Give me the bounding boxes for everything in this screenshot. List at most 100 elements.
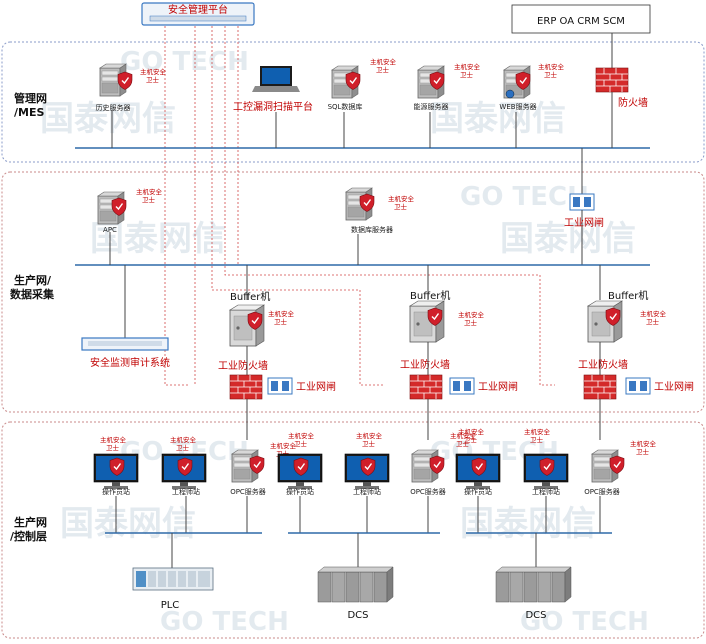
- svg-text:主机安全: 主机安全: [450, 431, 477, 440]
- svg-text:主机安全: 主机安全: [538, 62, 565, 71]
- svg-text:/MES: /MES: [14, 106, 44, 119]
- svg-text:主机安全: 主机安全: [640, 309, 667, 318]
- zone-label-mgmt: 管理网 /MES: [14, 91, 47, 119]
- svg-text:工程师站: 工程师站: [172, 487, 200, 496]
- svg-text:OPC服务器: OPC服务器: [410, 487, 446, 496]
- svg-text:卫士: 卫士: [146, 75, 160, 84]
- audit-system: 安全监测审计系统: [81, 337, 170, 369]
- svg-text:卫士: 卫士: [142, 195, 156, 204]
- svg-text:主机安全: 主机安全: [356, 431, 383, 440]
- svg-text:管理网: 管理网: [14, 91, 47, 105]
- db-server: 数据库服务器 主机安全 卫士: [345, 187, 415, 265]
- svg-text:/控制层: /控制层: [10, 529, 47, 543]
- web-server: WEB服务器 主机安全 卫士: [499, 62, 565, 148]
- erp-box: ERP OA CRM SCM: [511, 4, 651, 70]
- svg-text:主机安全: 主机安全: [370, 57, 397, 66]
- svg-text:操作员站: 操作员站: [286, 487, 314, 496]
- svg-text:数据库服务器: 数据库服务器: [351, 225, 393, 234]
- svg-text:卫士: 卫士: [464, 435, 478, 444]
- svg-text:卫士: 卫士: [636, 447, 650, 456]
- scan-platform: 工控漏洞扫描平台: [233, 66, 313, 148]
- svg-text:主机安全: 主机安全: [458, 427, 485, 436]
- svg-text:生产网: 生产网: [14, 515, 47, 529]
- svg-text:主机安全: 主机安全: [458, 310, 485, 319]
- svg-text:主机安全: 主机安全: [170, 435, 197, 444]
- svg-text:卫士: 卫士: [464, 318, 478, 327]
- svg-text:PLC: PLC: [161, 600, 180, 611]
- svg-text:工控漏洞扫描平台: 工控漏洞扫描平台: [233, 100, 313, 113]
- svg-text:主机安全: 主机安全: [288, 431, 315, 440]
- security-platform: 安全管理平台: [141, 2, 255, 26]
- svg-text:SQL数据库: SQL数据库: [328, 102, 363, 111]
- svg-text:卫士: 卫士: [460, 70, 474, 79]
- svg-text:主机安全: 主机安全: [136, 187, 163, 196]
- svg-text:操作员站: 操作员站: [102, 487, 130, 496]
- svg-text:卫士: 卫士: [544, 70, 558, 79]
- svg-text:GO TECH: GO TECH: [120, 47, 249, 77]
- svg-text:Buffer机: Buffer机: [608, 289, 648, 302]
- svg-text:工业网闸: 工业网闸: [478, 380, 518, 393]
- svg-text:GO TECH: GO TECH: [460, 182, 589, 212]
- svg-text:工程师站: 工程师站: [353, 487, 381, 496]
- zone-label-prod: 生产网/ 数据采集: [10, 273, 55, 301]
- svg-text:DCS: DCS: [347, 610, 368, 621]
- svg-text:APC: APC: [103, 226, 117, 234]
- svg-text:DCS: DCS: [525, 610, 546, 621]
- svg-text:安全监测审计系统: 安全监测审计系统: [90, 356, 170, 369]
- svg-text:主机安全: 主机安全: [270, 441, 297, 450]
- sql-db: SQL数据库 主机安全 卫士: [328, 57, 397, 148]
- svg-text:卫士: 卫士: [376, 65, 390, 74]
- svg-text:工业防火墙: 工业防火墙: [578, 358, 628, 371]
- svg-text:卫士: 卫士: [106, 443, 120, 452]
- svg-text:操作员站: 操作员站: [464, 487, 492, 496]
- buffer-column-1: Buffer机 主机安全 卫士 工业防火墙 工业网闸: [218, 265, 336, 440]
- svg-text:国泰网信: 国泰网信: [460, 504, 596, 544]
- svg-text:OPC服务器: OPC服务器: [584, 487, 620, 496]
- prod-gateway-top: 工业网闸: [564, 193, 604, 265]
- management-links: [164, 22, 555, 386]
- svg-text:OPC服务器: OPC服务器: [230, 487, 266, 496]
- history-server: 历史服务器 主机安全 卫士: [96, 63, 167, 148]
- zone-production-data: [1, 171, 705, 413]
- svg-text:卫士: 卫士: [362, 439, 376, 448]
- svg-text:卫士: 卫士: [530, 435, 544, 444]
- svg-text:卫士: 卫士: [176, 443, 190, 452]
- svg-text:卫士: 卫士: [646, 317, 660, 326]
- control-group-1: 主机安全 卫士 主机安全 卫士 主机安全 卫士 操作员站 工程师站 OPC服务器…: [93, 435, 297, 611]
- svg-text:主机安全: 主机安全: [388, 194, 415, 203]
- erp-label: ERP OA CRM SCM: [537, 16, 625, 27]
- svg-text:主机安全: 主机安全: [454, 62, 481, 71]
- buffer-column-3: Buffer机 主机安全 卫士 工业防火墙 工业网闸: [578, 265, 694, 440]
- svg-text:主机安全: 主机安全: [100, 435, 127, 444]
- svg-text:Buffer机: Buffer机: [410, 289, 450, 302]
- svg-text:历史服务器: 历史服务器: [96, 103, 131, 112]
- svg-text:国泰网信: 国泰网信: [90, 219, 226, 259]
- platform-label: 安全管理平台: [168, 3, 228, 16]
- mgmt-firewall: 防火墙: [595, 67, 648, 148]
- svg-text:主机安全: 主机安全: [268, 309, 295, 318]
- svg-text:数据采集: 数据采集: [10, 287, 55, 301]
- svg-text:工业网闸: 工业网闸: [296, 380, 336, 393]
- svg-text:国泰网信: 国泰网信: [60, 504, 196, 544]
- svg-text:国泰网信: 国泰网信: [500, 219, 636, 259]
- zone-label-ctrl: 生产网 /控制层: [10, 515, 47, 543]
- svg-text:卫士: 卫士: [274, 317, 288, 326]
- svg-text:GO TECH: GO TECH: [160, 607, 289, 637]
- svg-text:防火墙: 防火墙: [618, 96, 648, 109]
- svg-text:主机安全: 主机安全: [630, 439, 657, 448]
- svg-text:主机安全: 主机安全: [140, 67, 167, 76]
- svg-text:主机安全: 主机安全: [524, 427, 551, 436]
- buffer-column-2: Buffer机 主机安全 卫士 工业防火墙 工业网闸: [400, 265, 518, 440]
- watermark: 国泰网信 GO TECH 国泰网信 GO TECH 国泰网信 国泰网信 GO T…: [40, 47, 649, 637]
- svg-text:GO TECH: GO TECH: [520, 607, 649, 637]
- svg-text:工业防火墙: 工业防火墙: [218, 359, 268, 372]
- svg-text:国泰网信: 国泰网信: [430, 99, 566, 139]
- svg-text:WEB服务器: WEB服务器: [499, 102, 536, 111]
- svg-text:卫士: 卫士: [394, 202, 408, 211]
- svg-text:卫士: 卫士: [294, 439, 308, 448]
- control-group-2: 主机安全 卫士 主机安全 卫士 主机安全 卫士 操作员站 工程师站 OPC服务器…: [277, 431, 477, 621]
- svg-text:生产网/: 生产网/: [14, 273, 52, 287]
- svg-text:工业网闸: 工业网闸: [654, 380, 694, 393]
